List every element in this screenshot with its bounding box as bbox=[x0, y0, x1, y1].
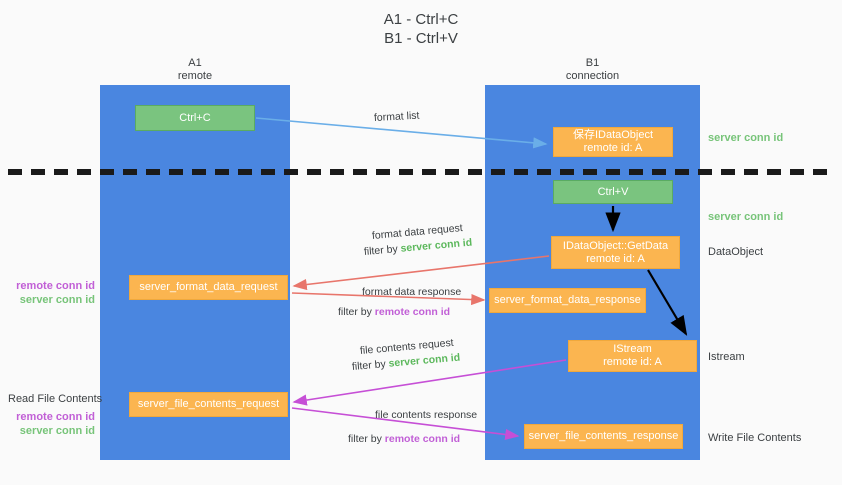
edge-label-format-list: format list bbox=[373, 109, 420, 124]
lane-header-b1: B1 connection bbox=[565, 57, 620, 82]
edge-label-file-contents-response: file contents response bbox=[375, 409, 478, 421]
filter-prefix: filter by bbox=[363, 242, 402, 258]
annotation-server-conn-id-format: server conn id bbox=[19, 294, 95, 306]
node-save-idataobject[interactable]: 保存IDataObject remote id: A bbox=[553, 127, 673, 157]
annotation-istream: Istream bbox=[708, 351, 745, 363]
filter-prefix: filter by bbox=[351, 357, 390, 373]
node-ctrl-v[interactable]: Ctrl+V bbox=[553, 180, 673, 204]
node-server-file-contents-request[interactable]: server_file_contents_request bbox=[129, 392, 288, 417]
annotation-dataobject: DataObject bbox=[708, 246, 764, 258]
lane-header-a1: A1 remote bbox=[177, 57, 213, 82]
edge-label-format-data-response-filter: filter by remote conn id bbox=[338, 305, 450, 320]
annotation-server-conn-id-file: server conn id bbox=[19, 425, 95, 437]
filter-prefix: filter by bbox=[338, 306, 375, 318]
annotation-remote-conn-id-format: remote conn id bbox=[16, 280, 95, 292]
annotation-conn-ids-format: remote conn id server conn id bbox=[0, 279, 95, 307]
edge-label-format-data-response: format data response bbox=[362, 286, 462, 298]
annotation-server-conn-id-top: server conn id bbox=[708, 132, 784, 144]
annotation-remote-conn-id-file: remote conn id bbox=[16, 411, 95, 423]
annotation-write-file-contents: Write File Contents bbox=[708, 432, 802, 444]
annotation-read-file-contents: Read File Contents bbox=[8, 393, 103, 405]
page-title: A1 - Ctrl+C B1 - Ctrl+V bbox=[383, 11, 459, 47]
edge-label-file-contents-response-filter: filter by remote conn id bbox=[348, 432, 460, 447]
node-server-format-data-request[interactable]: server_format_data_request bbox=[129, 275, 288, 300]
filter-value-remote-conn-id: remote conn id bbox=[374, 306, 451, 318]
filter-prefix: filter by bbox=[348, 433, 385, 445]
node-ctrl-c[interactable]: Ctrl+C bbox=[135, 105, 255, 131]
node-server-format-data-response[interactable]: server_format_data_response bbox=[489, 288, 646, 313]
node-idataobject-getdata[interactable]: IDataObject::GetData remote id: A bbox=[551, 236, 680, 269]
annotation-conn-ids-file: remote conn id server conn id bbox=[0, 410, 95, 438]
annotation-server-conn-id-middle: server conn id bbox=[708, 211, 784, 223]
node-istream[interactable]: IStream remote id: A bbox=[568, 340, 697, 372]
node-server-file-contents-response[interactable]: server_file_contents_response bbox=[524, 424, 683, 449]
filter-value-remote-conn-id: remote conn id bbox=[384, 433, 461, 445]
